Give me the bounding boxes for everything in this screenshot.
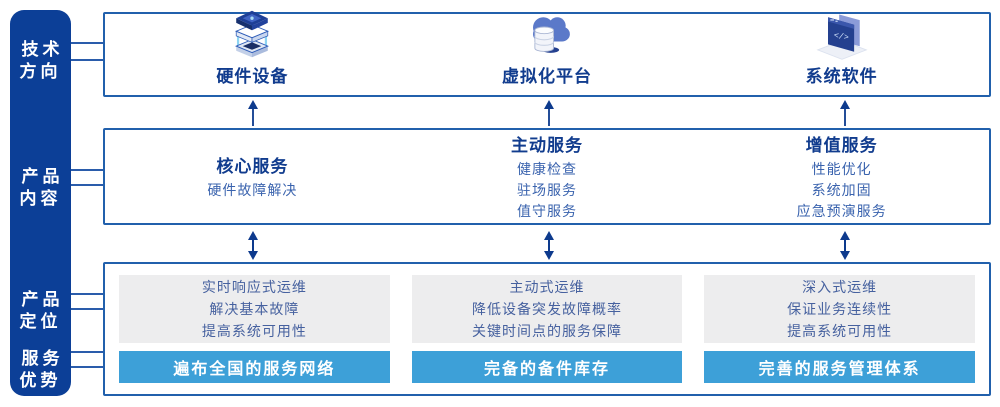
service-col-core: 核心服务 硬件故障解决	[105, 130, 400, 223]
double-arrow	[544, 231, 554, 260]
tech-direction-box: 硬件设备 虚拟化平台	[103, 10, 991, 97]
tech-col-virtualization: 虚拟化平台	[400, 14, 695, 95]
tech-col-hardware: 硬件设备	[105, 10, 400, 95]
sidebar-label-product-content: 产品 内容	[19, 167, 64, 208]
positioning-panel: 实时响应式运维 解决基本故障 提高系统可用性	[119, 275, 390, 343]
sidebar-label-tech-direction: 技术 方向	[19, 40, 64, 81]
up-arrow	[840, 100, 850, 126]
connector-line	[71, 351, 105, 353]
code-window-icon: </>	[814, 10, 870, 60]
double-arrow	[248, 231, 258, 260]
double-arrow	[840, 231, 850, 260]
up-arrow	[544, 100, 554, 126]
connector-line	[71, 293, 105, 295]
connector-line	[71, 169, 105, 171]
service-item: 值守服务	[517, 203, 577, 219]
positioning-col-realtime: 实时响应式运维 解决基本故障 提高系统可用性 遍布全国的服务网络	[119, 275, 390, 383]
up-arrow	[248, 100, 258, 126]
sidebar-label-product-positioning: 产品 定位	[19, 290, 64, 331]
service-item: 健康检查	[517, 161, 577, 177]
service-item: 硬件故障解决	[207, 182, 298, 198]
connector-line	[71, 308, 105, 310]
positioning-panel: 深入式运维 保证业务连续性 提高系统可用性	[704, 275, 976, 343]
tech-label-hardware: 硬件设备	[216, 67, 289, 86]
positioning-advantage-box: 实时响应式运维 解决基本故障 提高系统可用性 遍布全国的服务网络 主动式运维 降…	[103, 262, 991, 396]
service-title: 核心服务	[216, 157, 289, 176]
tech-label-system-software: 系统软件	[805, 67, 878, 86]
service-title: 主动服务	[511, 136, 583, 155]
service-col-value-added: 增值服务 性能优化 系统加固 应急预演服务	[694, 130, 989, 223]
connector-line	[71, 42, 105, 44]
service-item: 系统加固	[811, 182, 872, 198]
advantage-banner: 遍布全国的服务网络	[119, 351, 390, 383]
category-sidebar: 技术 方向 产品 内容 产品 定位 服务 优势	[10, 10, 71, 396]
positioning-panel: 主动式运维 降低设备突发故障概率 关键时间点的服务保障	[411, 275, 683, 343]
tech-label-virtualization: 虚拟化平台	[502, 67, 592, 86]
connector-line	[71, 184, 105, 186]
tech-col-system-software: </> 系统软件	[694, 14, 989, 95]
connector-line	[71, 366, 105, 368]
product-content-box: 核心服务 硬件故障解决 主动服务 健康检查 驻场服务 值守服务 增值服务 性能优…	[103, 128, 991, 225]
service-item: 应急预演服务	[796, 203, 887, 219]
cloud-database-icon	[519, 10, 575, 60]
server-stack-icon	[224, 8, 280, 60]
service-title: 增值服务	[805, 136, 878, 155]
service-item: 性能优化	[811, 161, 872, 177]
service-item: 驻场服务	[517, 182, 577, 198]
sidebar-label-service-advantage: 服务 优势	[19, 349, 64, 390]
connector-line	[71, 59, 105, 61]
positioning-col-proactive: 主动式运维 降低设备突发故障概率 关键时间点的服务保障 完备的备件库存	[411, 275, 683, 383]
advantage-banner: 完备的备件库存	[411, 351, 683, 383]
positioning-col-deep: 深入式运维 保证业务连续性 提高系统可用性 完善的服务管理体系	[704, 275, 976, 383]
advantage-banner: 完善的服务管理体系	[704, 351, 976, 383]
service-col-proactive: 主动服务 健康检查 驻场服务 值守服务	[400, 130, 695, 223]
svg-text:</>: </>	[833, 31, 849, 43]
